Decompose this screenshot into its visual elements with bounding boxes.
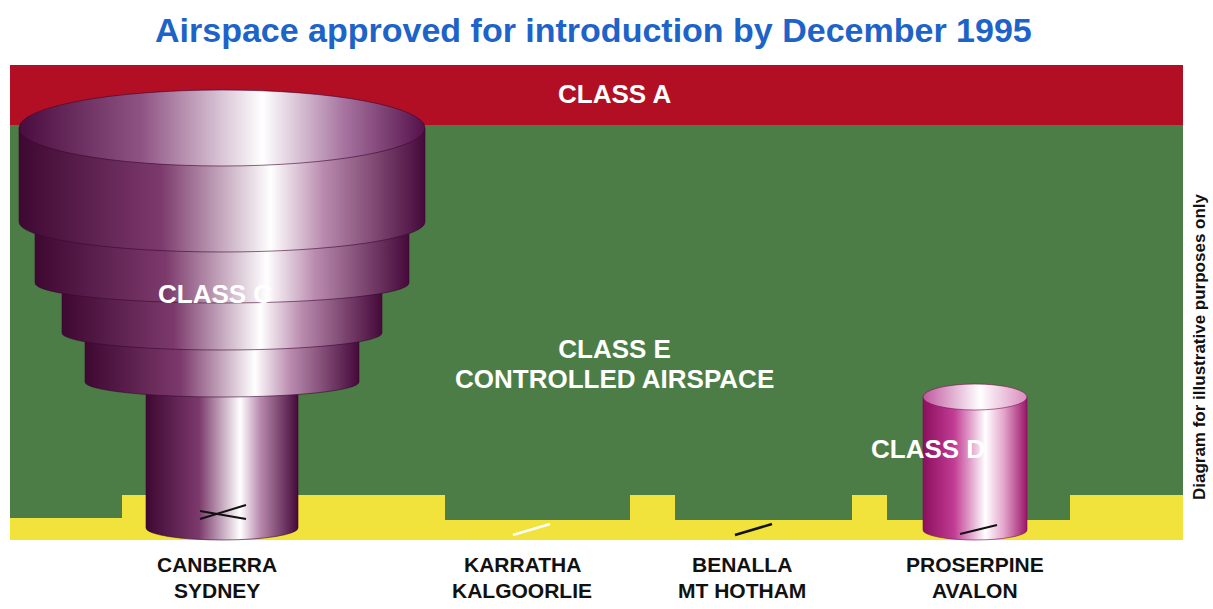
airport-name: PROSERPINE bbox=[906, 553, 1044, 577]
airport-name: AVALON bbox=[932, 579, 1018, 603]
region-label: CLASS A bbox=[558, 80, 671, 110]
runway-symbol bbox=[960, 525, 997, 534]
disclaimer-note: Diagram for illustrative purposes only bbox=[1190, 194, 1210, 500]
region-label: CLASS E CONTROLLED AIRSPACE bbox=[455, 335, 774, 395]
runway-symbol bbox=[735, 524, 772, 535]
region-label: CLASS C bbox=[158, 280, 272, 310]
airport-name: MT HOTHAM bbox=[678, 579, 806, 603]
airport-name: KALGOORLIE bbox=[452, 579, 592, 603]
cylinder-top bbox=[923, 384, 1027, 410]
class-e-region bbox=[10, 125, 1183, 540]
airport-name: KARRATHA bbox=[464, 553, 581, 577]
runway-symbol bbox=[200, 505, 246, 519]
diagram-title: Airspace approved for introduction by De… bbox=[155, 12, 1032, 49]
class-e-region: CLASS E CONTROLLED AIRSPACE CLASS C CLASS … bbox=[10, 125, 1183, 540]
cylinder-tier bbox=[146, 380, 298, 540]
class-d-cylinder: CLASS D bbox=[858, 380, 1030, 545]
class-c-cylinder: CLASS C bbox=[18, 88, 428, 555]
cylinder-body bbox=[923, 397, 1027, 540]
class-c-cylinder-outline bbox=[18, 88, 428, 555]
airport-name: BENALLA bbox=[692, 553, 792, 577]
airport-name: SYDNEY bbox=[174, 579, 260, 603]
runway-symbol bbox=[513, 524, 550, 535]
airport-name: CANBERRA bbox=[157, 553, 277, 577]
region-label: CLASS D bbox=[871, 435, 985, 465]
cylinder-top bbox=[19, 90, 425, 166]
